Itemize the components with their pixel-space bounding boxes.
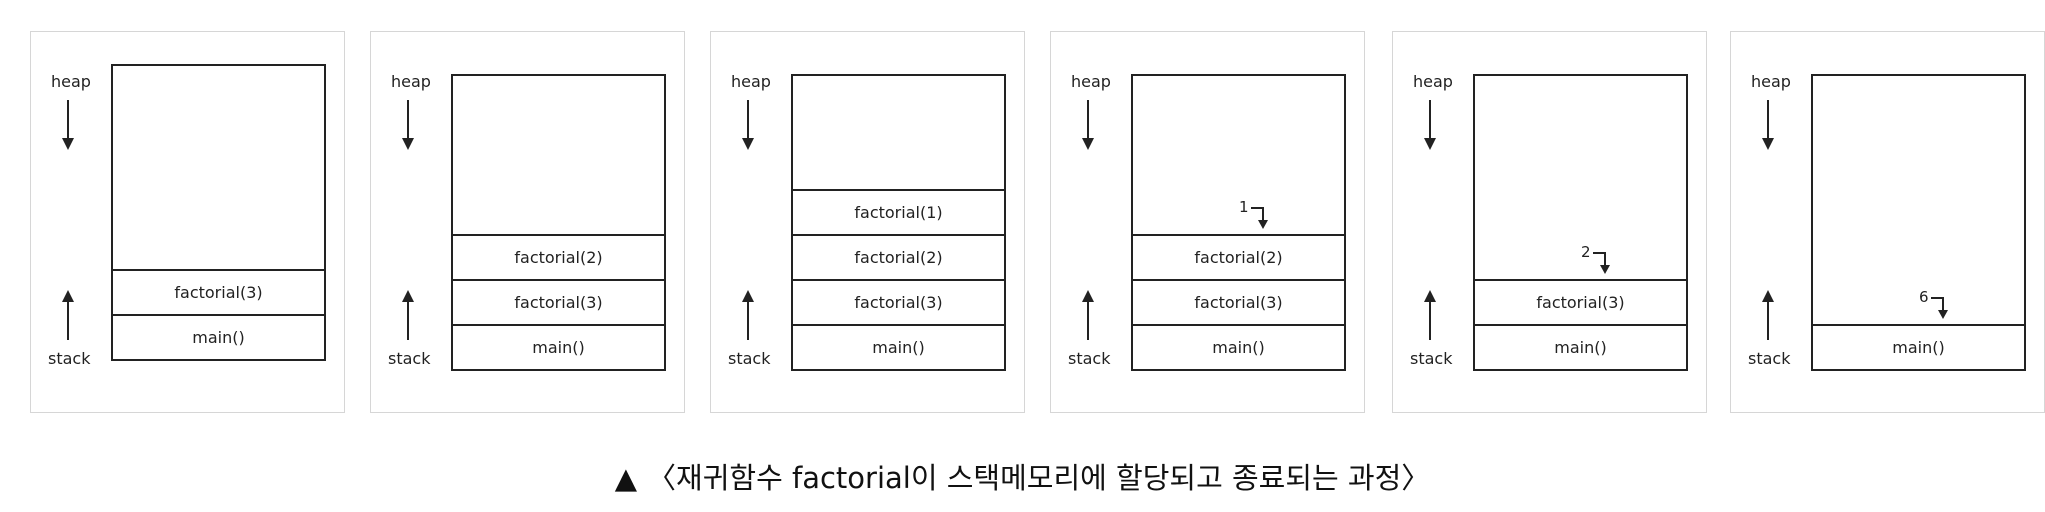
stack-label: stack [388,349,431,368]
stack-frame: factorial(1) [793,189,1004,234]
stack-label: stack [1068,349,1111,368]
arrow-down-icon [1082,100,1094,150]
return-arrow-icon [1593,252,1610,274]
stack-frame: factorial(2) [1133,234,1344,279]
heap-label: heap [731,72,771,91]
memory-panel-5: heap stack factorial(3)main() 2 [1392,31,1707,413]
stack-frames: factorial(1)factorial(2)factorial(3)main… [793,189,1004,369]
stack-label: stack [48,349,91,368]
return-value: 2 [1581,243,1621,275]
arrow-up-icon [1762,290,1774,340]
stack-label: stack [728,349,771,368]
return-value: 6 [1919,288,1959,320]
arrow-up-icon [1424,290,1436,340]
return-arrow-icon [1931,297,1948,319]
memory-box: factorial(2)factorial(3)main() 1 [1131,74,1346,371]
stack-frame: factorial(3) [1133,279,1344,324]
memory-box: factorial(3)main() 2 [1473,74,1688,371]
stack-frame: main() [453,324,664,369]
memory-box: main() 6 [1811,74,2026,371]
stack-frames: factorial(3)main() [113,269,324,359]
stack-frame: factorial(2) [453,234,664,279]
stack-frames: factorial(3)main() [1475,279,1686,369]
memory-box: factorial(3)main() [111,64,326,361]
memory-panel-2: heap stack factorial(2)factorial(3)main() [370,31,685,413]
stack-frame: main() [1813,324,2024,369]
memory-panel-1: heap stack factorial(3)main() [30,31,345,413]
heap-label: heap [1071,72,1111,91]
stack-frame: factorial(2) [793,234,1004,279]
return-value: 1 [1239,198,1279,230]
stack-frames: main() [1813,324,2024,369]
arrow-down-icon [402,100,414,150]
return-value-number: 6 [1919,288,1929,306]
return-value-number: 1 [1239,198,1249,216]
memory-panel-6: heap stack main() 6 [1730,31,2045,413]
heap-label: heap [51,72,91,91]
arrow-down-icon [1424,100,1436,150]
arrow-up-icon [62,290,74,340]
arrow-down-icon [62,100,74,150]
stack-frame: main() [113,314,324,359]
arrow-down-icon [742,100,754,150]
stack-label: stack [1410,349,1453,368]
stack-frames: factorial(2)factorial(3)main() [453,234,664,369]
stack-frame: factorial(3) [793,279,1004,324]
stack-frames: factorial(2)factorial(3)main() [1133,234,1344,369]
arrow-up-icon [402,290,414,340]
triangle-marker-icon: ▲ [614,461,638,495]
figure-caption: ▲ 〈재귀함수 factorial이 스택메모리에 할당되고 종료되는 과정〉 [0,455,2045,497]
return-arrow-icon [1251,207,1268,229]
memory-panel-4: heap stack factorial(2)factorial(3)main() 1 [1050,31,1365,413]
stack-frame: factorial(3) [453,279,664,324]
memory-box: factorial(1)factorial(2)factorial(3)main… [791,74,1006,371]
arrow-up-icon [1082,290,1094,340]
stack-frame: main() [1133,324,1344,369]
stack-frame: factorial(3) [1475,279,1686,324]
return-value-number: 2 [1581,243,1591,261]
memory-box: factorial(2)factorial(3)main() [451,74,666,371]
heap-label: heap [391,72,431,91]
memory-panel-3: heap stack factorial(1)factorial(2)factori… [710,31,1025,413]
stack-frame: main() [793,324,1004,369]
stack-frame: factorial(3) [113,269,324,314]
arrow-up-icon [742,290,754,340]
heap-label: heap [1413,72,1453,91]
stack-frame: main() [1475,324,1686,369]
caption-text: 〈재귀함수 factorial이 스택메모리에 할당되고 종료되는 과정〉 [647,461,1431,495]
arrow-down-icon [1762,100,1774,150]
stack-label: stack [1748,349,1791,368]
heap-label: heap [1751,72,1791,91]
